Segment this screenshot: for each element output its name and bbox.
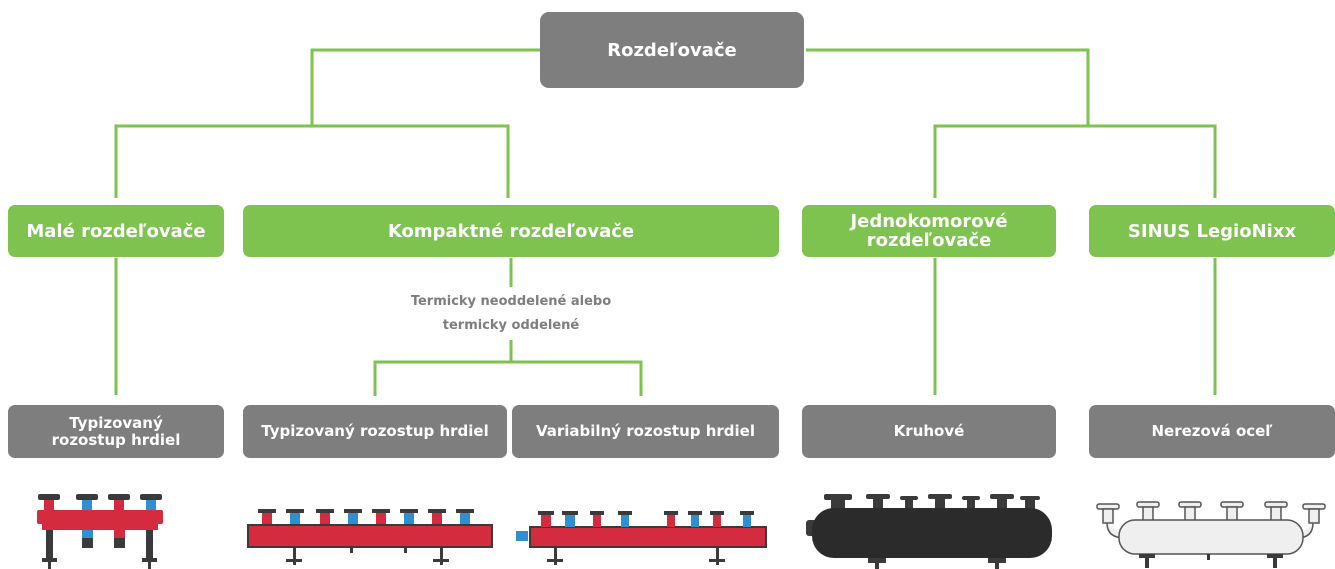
type-label: Kruhové (893, 422, 965, 440)
type-small-typical-spacing: Typizovaný rozostup hrdiel (8, 405, 224, 458)
connector-root-left (310, 48, 540, 126)
connector-compact-split (373, 360, 643, 396)
compact-typical-image (247, 509, 493, 565)
compact-note: Termicky neoddelené alebo termicky oddel… (396, 290, 626, 340)
connector-root-right (806, 48, 1090, 126)
type-compact-typical-spacing: Typizovaný rozostup hrdiel (243, 405, 507, 458)
type-compact-variable-spacing: Variabilný rozostup hrdiel (512, 405, 779, 458)
type-label: Typizovaný rozostup hrdiel (261, 422, 489, 440)
stainless-steel-image (1096, 501, 1326, 568)
category-single-chamber-distributors: Jednokomorové rozdeľovače (802, 205, 1056, 257)
category-sinus-legionixx: SINUS LegioNixx (1089, 205, 1335, 257)
single-chamber-round-image (806, 494, 1052, 569)
connector-branch-right (933, 124, 1217, 198)
connector-lines (114, 48, 1217, 396)
root-label: Rozdeľovače (607, 39, 737, 61)
small-distributor-image (37, 494, 163, 569)
type-label: Typizovaný rozostup hrdiel (51, 413, 181, 449)
type-label: Nerezová oceľ (1151, 422, 1273, 440)
root-node: Rozdeľovače (540, 12, 804, 88)
category-label: SINUS LegioNixx (1127, 220, 1297, 242)
category-label: Malé rozdeľovače (26, 220, 206, 242)
note-line-2: alebo termicky oddelené (442, 294, 612, 333)
category-compact-distributors: Kompaktné rozdeľovače (243, 205, 779, 257)
note-line-1: Termicky neoddelené (410, 294, 567, 309)
type-stainless-steel: Nerezová oceľ (1089, 405, 1335, 458)
type-label: Variabilný rozostup hrdiel (535, 422, 756, 440)
category-small-distributors: Malé rozdeľovače (8, 205, 224, 257)
compact-variable-image (516, 511, 767, 565)
type-round: Kruhové (802, 405, 1056, 458)
category-label: Jednokomorové rozdeľovače (850, 211, 1008, 251)
category-label: Kompaktné rozdeľovače (387, 220, 635, 242)
connector-branch-left (114, 124, 510, 198)
